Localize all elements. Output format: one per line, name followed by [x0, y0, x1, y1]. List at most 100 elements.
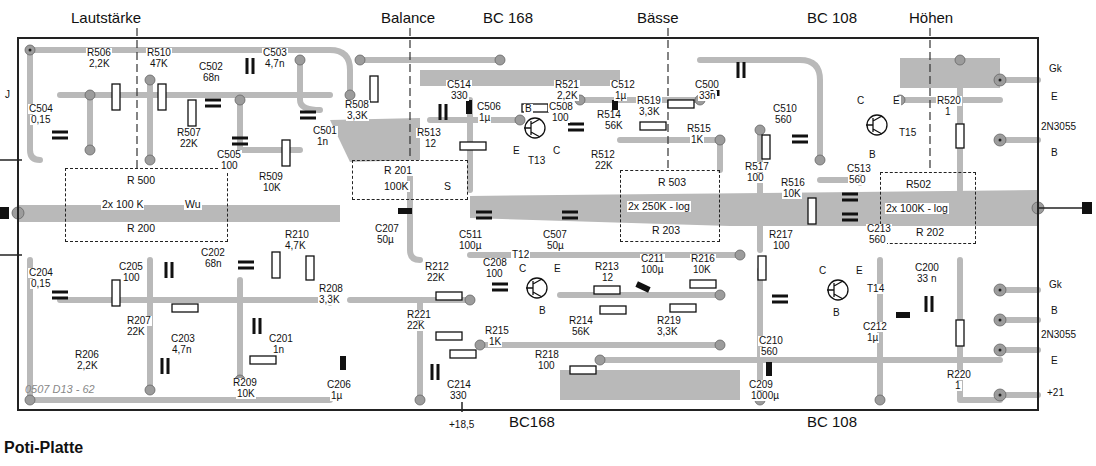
component-label: C501 [312, 126, 338, 136]
component-label: C502 [198, 62, 224, 72]
component-label: C506 [476, 102, 502, 112]
component-label: 1 [944, 107, 952, 117]
component-label: BC 168 [482, 10, 534, 25]
component-label: 560 [774, 115, 793, 125]
component-label: B [868, 150, 877, 160]
component-label: 68n [202, 73, 221, 83]
component-label: E [855, 266, 864, 276]
component-label: E [1050, 92, 1059, 102]
component-label: 68n [204, 259, 223, 269]
component-label: C511 [458, 230, 483, 240]
pot-label: R 202 [915, 227, 945, 238]
component-label: 47K [149, 59, 169, 69]
component-label: 1µ [866, 333, 879, 343]
component-label: Balance [380, 10, 436, 25]
component-label: 22K [406, 321, 426, 331]
component-label: R517 [744, 162, 770, 172]
component-label: 560 [848, 175, 867, 185]
component-label: 3,3K [346, 111, 369, 121]
component-label: 22K [179, 139, 199, 149]
component-label: R216 [690, 254, 716, 264]
component-label: C [818, 266, 827, 276]
component-label: R509 [258, 172, 284, 182]
component-label: R510 [146, 48, 172, 58]
component-label: C508 [548, 102, 574, 112]
component-label: 2,2K [76, 361, 99, 371]
component-label: R208 [318, 284, 344, 294]
component-label: 100 [537, 361, 556, 371]
component-label: 22K [426, 273, 446, 283]
component-label: 12 [601, 273, 614, 283]
component-label: C [518, 264, 527, 274]
component-label: 0,15 [30, 115, 51, 125]
component-label: C513 [846, 164, 872, 174]
component-label: R521 [554, 80, 580, 90]
component-label: 2N3055 [1040, 330, 1077, 340]
component-label: R206 [74, 350, 100, 360]
component-label: T12 [511, 250, 530, 260]
component-label: 56K [604, 121, 624, 131]
component-label: 1K [488, 337, 502, 347]
component-label: C [552, 146, 561, 156]
component-label: 100 [122, 273, 141, 283]
component-label: T13 [527, 156, 546, 166]
component-label: C [856, 96, 865, 106]
pot-label: S [443, 181, 452, 192]
component-label: 3,3K [656, 327, 679, 337]
component-label: C206 [326, 380, 352, 390]
pot-label: R502 [905, 179, 932, 190]
component-label: 4,7n [264, 59, 285, 69]
component-label: 22K [126, 327, 146, 337]
component-label: C200 [914, 263, 940, 273]
pot-label: R 203 [651, 225, 681, 236]
component-label: BC168 [508, 414, 556, 429]
component-label: +21 [1046, 388, 1065, 398]
component-label: 100 [220, 161, 239, 171]
component-label: 3,3K [318, 295, 341, 305]
pot-label: 2x 100 K [101, 199, 144, 210]
component-label: C510 [772, 104, 798, 114]
component-label: R520 [936, 96, 962, 106]
caption: Poti-Platte [4, 440, 83, 456]
component-label: 1µ [478, 113, 491, 123]
component-label: C201 [268, 334, 294, 344]
component-label: 560 [760, 347, 779, 357]
component-label: C211 [640, 254, 665, 264]
component-label: 4,7K [284, 241, 307, 251]
component-label: R506 [86, 48, 112, 58]
component-label: R507 [176, 128, 202, 138]
pot-label: 2x 100K - log [885, 203, 949, 214]
component-label: C204 [28, 268, 54, 278]
component-label: T15 [898, 128, 917, 138]
component-label: R508 [344, 100, 370, 110]
component-label: 1µ [614, 91, 627, 101]
component-label: 4,7n [171, 345, 192, 355]
component-label: C214 [446, 380, 472, 390]
component-label: 10K [692, 265, 712, 275]
component-label: R512 [590, 150, 616, 160]
component-label: 1K [690, 135, 704, 145]
component-label: R214 [568, 316, 594, 326]
component-label: C505 [216, 150, 242, 160]
component-label: 0,15 [30, 279, 51, 289]
component-label: 560 [868, 235, 887, 245]
pot-label: Wu [184, 199, 202, 210]
component-label: 100 [551, 113, 570, 123]
component-label: B [538, 306, 547, 316]
component-label: C210 [758, 336, 784, 346]
component-label: R212 [424, 262, 450, 272]
component-label: R219 [656, 316, 682, 326]
component-label: R218 [534, 350, 560, 360]
component-label: C507 [542, 230, 568, 240]
pot-label: R 201 [383, 165, 413, 176]
component-label: 100 [746, 173, 765, 183]
component-label: C207 [374, 224, 400, 234]
component-label: 100 [772, 241, 791, 251]
potentiometer-outline: R 201100KS [352, 160, 468, 200]
component-label: 33 n [916, 274, 937, 284]
component-label: R514 [596, 110, 622, 120]
component-label: 1n [316, 137, 329, 147]
potentiometer-outline: R 5002x 100 KWuR 200 [65, 168, 228, 242]
component-label: T14 [866, 284, 885, 294]
